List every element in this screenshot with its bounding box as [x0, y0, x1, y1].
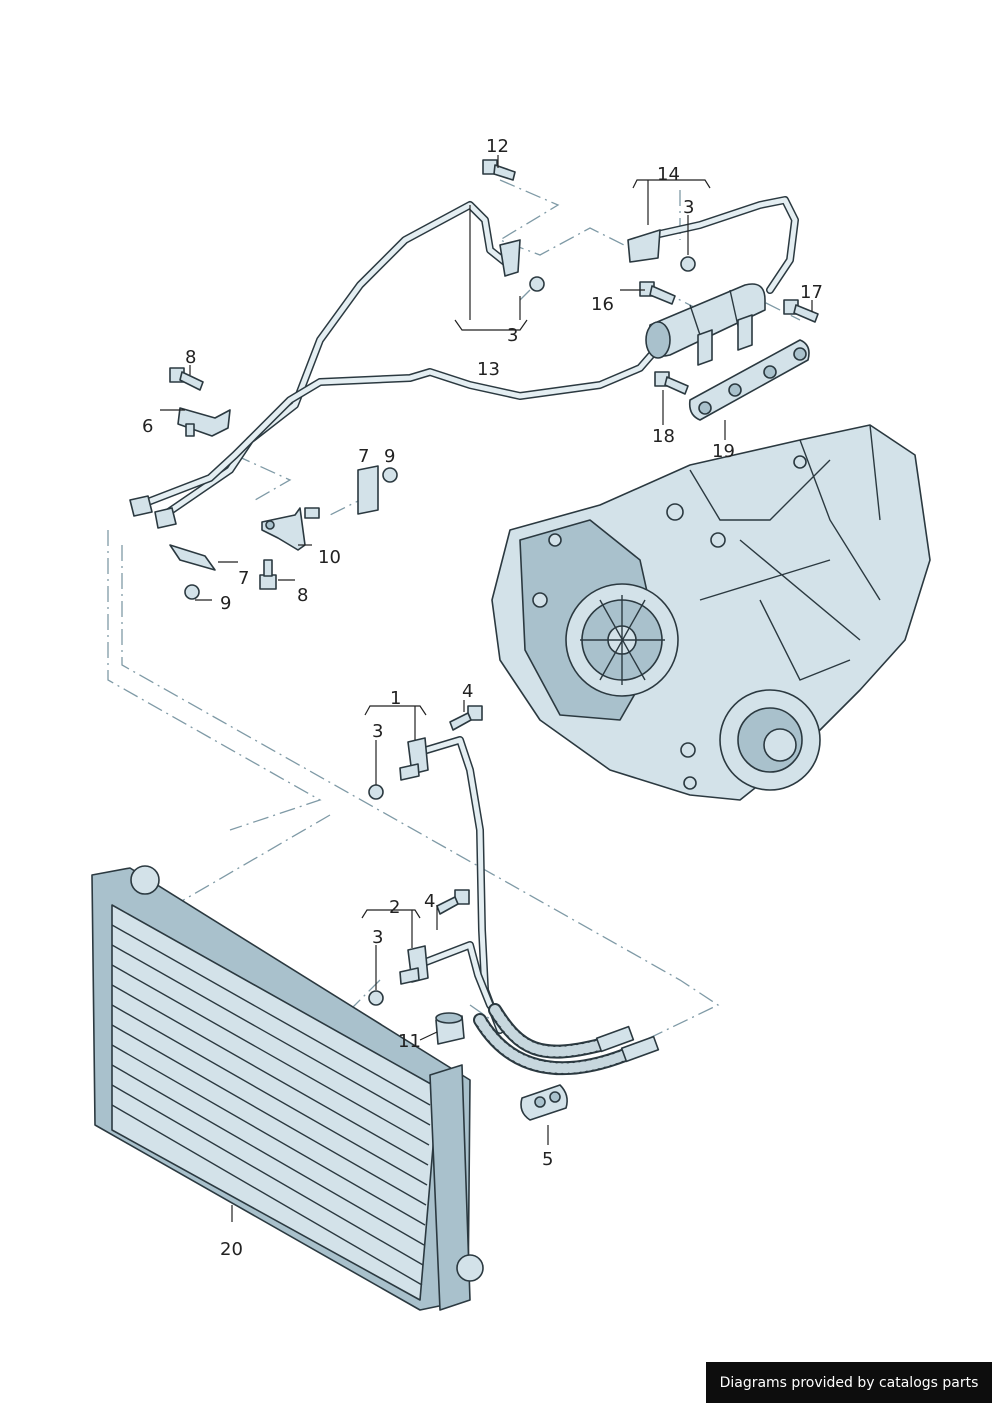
leader-lines: [160, 155, 813, 1222]
callout-9-lower: 9: [220, 593, 231, 614]
small-parts: [129, 159, 819, 1121]
pipes: [136, 196, 799, 1076]
callout-14: 14: [657, 164, 680, 185]
callout-3-middle: 3: [372, 721, 383, 742]
callout-6: 6: [142, 416, 153, 437]
credit-text: Diagrams provided by catalogs parts: [719, 1374, 979, 1391]
callout-1: 1: [390, 688, 401, 709]
radiator: [91, 865, 484, 1311]
callout-4-lower: 4: [424, 891, 435, 912]
callout-3-upper: 3: [683, 197, 694, 218]
callout-10: 10: [318, 547, 341, 568]
callout-11: 11: [398, 1031, 421, 1052]
callout-13: 13: [477, 359, 500, 380]
callout-4-upper: 4: [462, 681, 473, 702]
callout-12: 12: [486, 136, 509, 157]
callout-3-left: 3: [507, 325, 518, 346]
transmission-housing: [491, 424, 931, 801]
callout-16: 16: [591, 294, 614, 315]
callout-17: 17: [800, 282, 823, 303]
callout-20: 20: [220, 1239, 243, 1260]
callout-3-lower: 3: [372, 927, 383, 948]
credit-banner: Diagrams provided by catalogs parts: [706, 1362, 992, 1403]
callout-8-lower: 8: [297, 585, 308, 606]
callout-8-upper: 8: [185, 347, 196, 368]
callout-5: 5: [542, 1149, 553, 1170]
radiator-fins: [111, 924, 431, 1286]
callout-9-upper: 9: [384, 446, 395, 467]
callout-19: 19: [712, 441, 735, 462]
callout-7-lower: 7: [238, 568, 249, 589]
callout-18: 18: [652, 426, 675, 447]
callout-2: 2: [389, 897, 400, 918]
callout-labels: 12 14 3 16 17 3 13 8 6 7 9 18 19 10 7 8 …: [142, 136, 823, 1260]
callout-7-upper: 7: [358, 446, 369, 467]
